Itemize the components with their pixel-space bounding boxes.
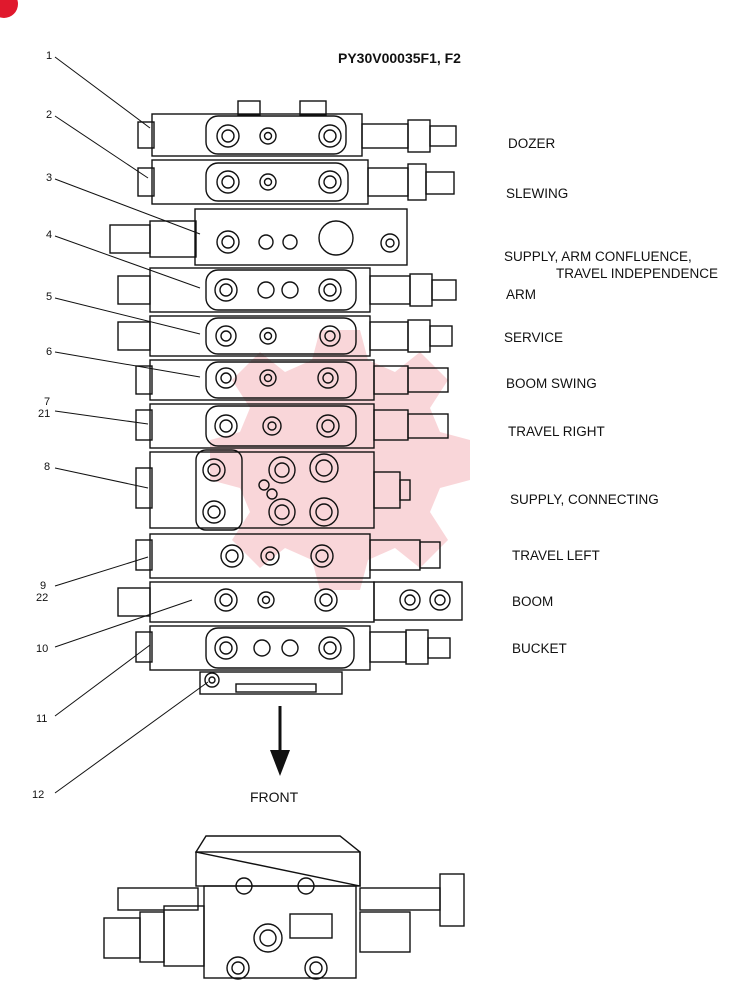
label-supply-arm-confluence: SUPPLY, ARM CONFLUENCE,: [504, 249, 692, 264]
section-boom-swing: [135, 359, 449, 401]
leader-lines: [54, 56, 209, 794]
section-slewing: [137, 159, 455, 205]
end-plate: [199, 671, 343, 695]
callout-6: 6: [46, 346, 53, 358]
callout-11: 11: [36, 713, 48, 725]
part-number-title: PY30V00035F1, F2: [338, 50, 461, 66]
label-travel-right: TRAVEL RIGHT: [508, 424, 605, 439]
section-service: [117, 315, 453, 357]
label-arm: ARM: [506, 287, 536, 302]
label-travel-left: TRAVEL LEFT: [512, 548, 600, 563]
section-arm: [117, 267, 457, 313]
label-slewing: SLEWING: [506, 186, 569, 201]
label-supply-connecting: SUPPLY, CONNECTING: [510, 492, 659, 507]
section-travel-left: [135, 533, 441, 579]
section-supply-connecting: [135, 449, 411, 531]
label-boom-swing: BOOM SWING: [506, 376, 597, 391]
label-dozer: DOZER: [508, 136, 556, 151]
top-bolt-right: [299, 100, 327, 116]
label-bucket: BUCKET: [512, 641, 567, 656]
callout-4: 4: [46, 229, 53, 241]
callout-7: 7: [44, 396, 51, 408]
callout-8: 8: [44, 461, 51, 473]
callout-21: 21: [38, 408, 51, 420]
section-dozer: [137, 113, 457, 157]
label-travel-independence: TRAVEL INDEPENDENCE: [556, 266, 719, 281]
callout-3: 3: [46, 172, 53, 184]
callout-10: 10: [36, 643, 49, 655]
callout-9: 9: [40, 580, 47, 592]
label-boom: BOOM: [512, 594, 554, 609]
section-supply-arm-confluence: [109, 208, 408, 266]
callout-2: 2: [46, 109, 53, 121]
watermark-gear: [210, 330, 470, 590]
side-view: [103, 835, 465, 980]
callout-22: 22: [36, 592, 49, 604]
label-service: SERVICE: [504, 330, 564, 345]
callout-1: 1: [46, 50, 53, 62]
section-bucket: [135, 625, 451, 671]
section-boom: [117, 581, 463, 623]
callout-5: 5: [46, 291, 53, 303]
top-bolt-left: [237, 100, 261, 116]
section-travel-right: [135, 403, 449, 449]
front-arrow: [270, 706, 290, 776]
callout-12: 12: [32, 789, 45, 801]
front-label: FRONT: [250, 789, 299, 805]
corner-marker: [0, 0, 18, 18]
